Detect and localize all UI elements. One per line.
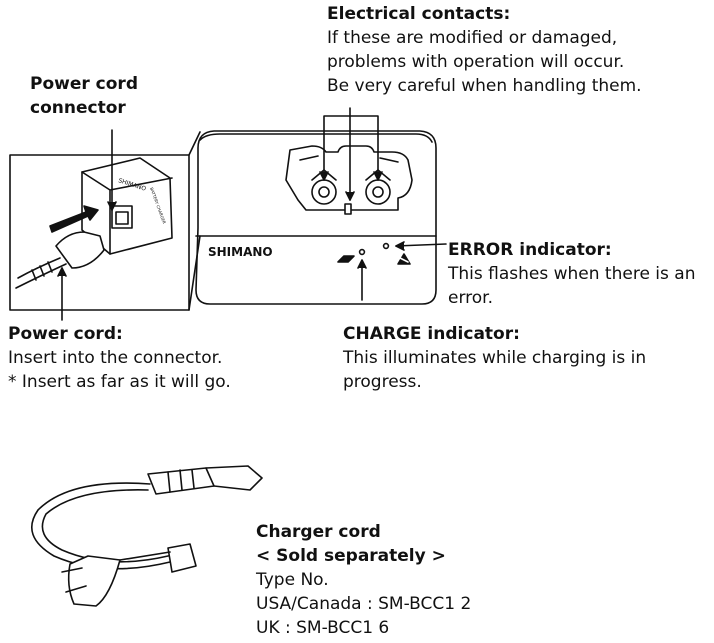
charger-cord-line: Type No. <box>256 570 329 590</box>
electrical-contacts-line: Be very careful when handling them. <box>327 76 642 96</box>
connector-inset <box>9 129 201 321</box>
charger-cord-title: Charger cord <box>256 522 381 542</box>
charger-cord-line: UK : SM-BCC1 6 <box>256 618 390 638</box>
charger-cord-callout: Charger cord < Sold separately > Type No… <box>256 520 471 640</box>
charge-indicator-title: CHARGE indicator: <box>343 324 520 344</box>
charge-indicator-line: progress. <box>343 372 422 392</box>
electrical-contacts-line: problems with operation will occur. <box>327 52 625 72</box>
error-indicator-line: This flashes when there is an <box>448 264 696 284</box>
power-cord-connector-line: Power cord <box>30 74 138 94</box>
charge-indicator-line: This illuminates while charging is in <box>343 348 647 368</box>
charger-cord-subtitle: < Sold separately > <box>256 546 446 566</box>
electrical-contacts-title: Electrical contacts: <box>327 4 511 24</box>
electrical-contacts-callout: Electrical contacts: If these are modifi… <box>327 2 642 98</box>
charge-indicator-callout: CHARGE indicator: This illuminates while… <box>343 322 646 394</box>
charger-cord <box>31 465 263 607</box>
power-cord-connector-callout: Power cord connector <box>30 72 138 120</box>
charger-unit <box>195 130 437 305</box>
charger-cord-line: USA/Canada : SM-BCC1 2 <box>256 594 472 614</box>
power-cord-title: Power cord: <box>8 324 123 344</box>
power-cord-line: Insert into the connector. <box>8 348 223 368</box>
error-indicator-title: ERROR indicator: <box>448 240 612 260</box>
device-brand: SHIMANO <box>208 245 273 259</box>
power-cord-connector-line: connector <box>30 98 126 118</box>
power-cord-line: * Insert as far as it will go. <box>8 372 231 392</box>
electrical-contacts-line: If these are modified or damaged, <box>327 28 618 48</box>
error-indicator-callout: ERROR indicator: This flashes when there… <box>448 238 696 310</box>
error-indicator-line: error. <box>448 288 493 308</box>
power-cord-callout: Power cord: Insert into the connector. *… <box>8 322 231 394</box>
